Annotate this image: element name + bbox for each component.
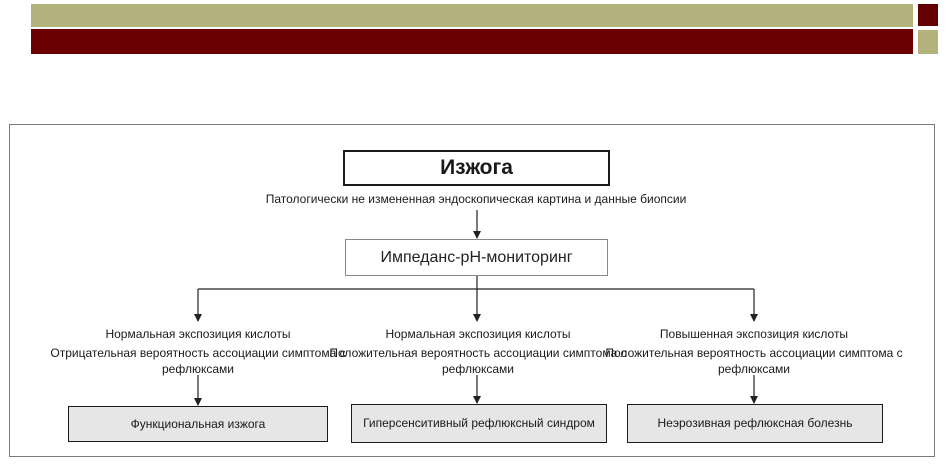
branch-1-conditions: Нормальная экспозиция кислоты Отрицатель… xyxy=(48,326,348,377)
diagram-title: Изжога xyxy=(343,150,610,186)
method-box: Импеданс-рН-мониторинг xyxy=(345,239,608,276)
result-box-3: Неэрозивная рефлюксная болезнь xyxy=(627,404,883,443)
branch-3-conditions: Повышенная экспозиция кислоты Положитель… xyxy=(604,326,904,377)
branch-1-association: Отрицательная вероятность ассоциации сим… xyxy=(50,346,346,376)
corner-olive-square xyxy=(918,30,938,54)
diagram-frame xyxy=(9,124,935,457)
corner-maroon-square xyxy=(918,4,938,26)
result-box-2: Гиперсенситивный рефлюксный синдром xyxy=(351,404,607,443)
branch-2-exposure: Нормальная экспозиция кислоты xyxy=(385,327,571,341)
result-box-1: Функциональная изжога xyxy=(68,406,328,442)
condition-label: Патологически не измененная эндоскопичес… xyxy=(265,192,687,206)
branch-3-exposure: Повышенная экспозиция кислоты xyxy=(659,327,849,341)
branch-1-exposure: Нормальная экспозиция кислоты xyxy=(105,327,291,341)
branch-2-association: Положительная вероятность ассоциации сим… xyxy=(329,346,627,376)
header-maroon-bar xyxy=(31,29,913,54)
header-olive-bar xyxy=(31,4,913,27)
branch-2-conditions: Нормальная экспозиция кислоты Положитель… xyxy=(328,326,628,377)
branch-3-association: Положительная вероятность ассоциации сим… xyxy=(605,346,903,376)
